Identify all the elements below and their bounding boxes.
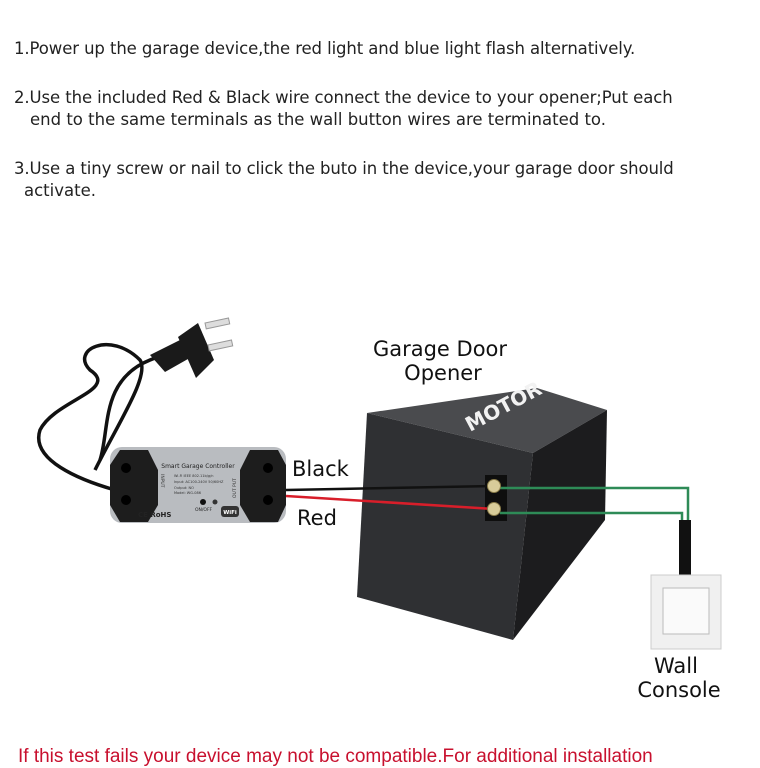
plug-icon: [150, 317, 234, 378]
power-cord: [36, 342, 176, 492]
device-spec: Wi-Fi IEEE 802.11b/g/n: [174, 474, 214, 478]
device-spec: Model: WG-086: [174, 491, 201, 495]
wall-label: Console: [637, 678, 720, 702]
output-label: OUT PUT: [232, 478, 238, 498]
wifi-icon: [221, 506, 239, 517]
step-2-cont: end to the same terminals as the wall bu…: [30, 110, 606, 129]
terminal-screw: [487, 479, 501, 493]
button-label: ON/OFF: [195, 507, 213, 513]
garage-door-opener: MOTOR: [357, 376, 607, 640]
opener-label: Opener: [404, 361, 482, 385]
wifi-label: WiFi: [223, 510, 237, 516]
cert-label: CE RoHS: [138, 511, 171, 519]
terminal-screw: [487, 502, 501, 516]
on-off-button: [200, 499, 206, 505]
step-3: 3.Use a tiny screw or nail to click the …: [14, 159, 674, 178]
step-1: 1.Power up the garage device,the red lig…: [14, 39, 636, 58]
led-indicator: [212, 499, 218, 505]
input-label: INPUT: [159, 474, 165, 488]
wall-label: Wall: [654, 654, 698, 678]
device-title: Smart Garage Controller: [161, 463, 235, 470]
step-2: 2.Use the included Red & Black wire conn…: [14, 88, 673, 107]
device-spec: Output: NO: [174, 486, 194, 490]
wall-console: [650, 520, 722, 650]
warning-text: If this test fails your device may not b…: [18, 746, 653, 767]
smart-garage-controller: Smart Garage Controller Wi-Fi IEEE 802.1…: [110, 447, 286, 523]
step-3-cont: activate.: [24, 181, 96, 200]
red-wire: [285, 494, 495, 511]
red-wire-label: Red: [297, 506, 337, 530]
opener-label: Garage Door: [373, 337, 507, 361]
black-wire-label: Black: [292, 457, 350, 481]
device-spec: Input: AC100-240V 50/60HZ: [174, 480, 224, 484]
black-wire: [285, 484, 495, 492]
green-wire: [500, 486, 690, 525]
